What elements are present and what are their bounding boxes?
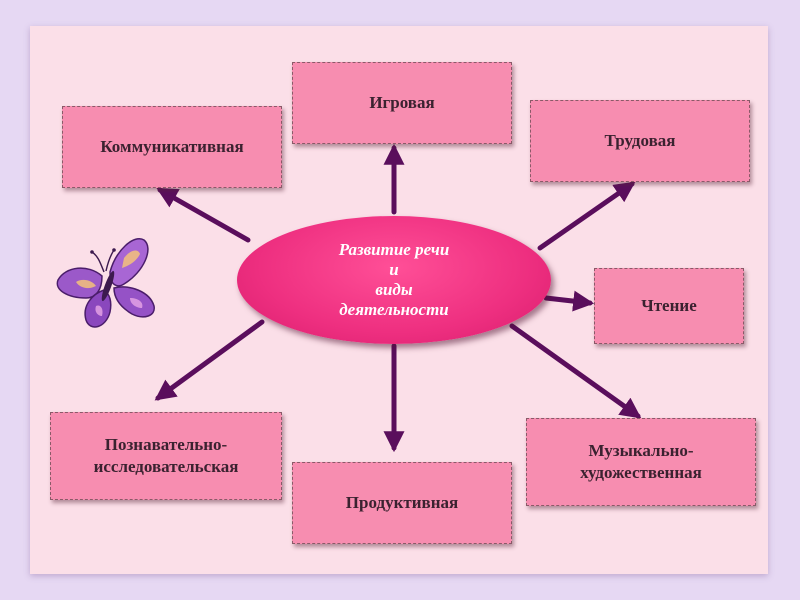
butterfly-icon: [56, 238, 155, 328]
box-poznavatelno: Познавательно- исследовательская: [50, 412, 282, 500]
box-trudovaya-label: Трудовая: [604, 131, 676, 150]
box-produktivnaya: Продуктивная: [292, 462, 512, 544]
arrow-to-trudovaya: [537, 181, 636, 251]
box-muzykalno-label: Музыкально- художественная: [580, 441, 702, 482]
box-muzykalno: Музыкально- художественная: [526, 418, 756, 506]
box-produktivnaya-label: Продуктивная: [345, 493, 459, 512]
arrow-to-muzykalno: [509, 323, 642, 419]
box-igrovaya: Игровая: [292, 62, 512, 144]
box-chtenie: Чтение: [594, 268, 744, 344]
center-ellipse: Развитие речи и виды деятельности: [237, 216, 551, 344]
box-trudovaya: Трудовая: [530, 100, 750, 182]
box-kommunikativnaya: Коммуникативная: [62, 106, 282, 188]
box-kommunikativnaya-label: Коммуникативная: [100, 137, 244, 156]
arrow-to-kommunikativnaya: [156, 187, 251, 243]
center-ellipse-label: Развитие речи и виды деятельности: [338, 240, 450, 319]
box-poznavatelno-label: Познавательно- исследовательская: [93, 435, 239, 476]
arrow-to-chtenie: [543, 290, 595, 312]
box-igrovaya-label: Игровая: [369, 93, 435, 112]
box-chtenie-label: Чтение: [641, 296, 697, 315]
arrow-to-poznavatelno: [154, 319, 265, 401]
